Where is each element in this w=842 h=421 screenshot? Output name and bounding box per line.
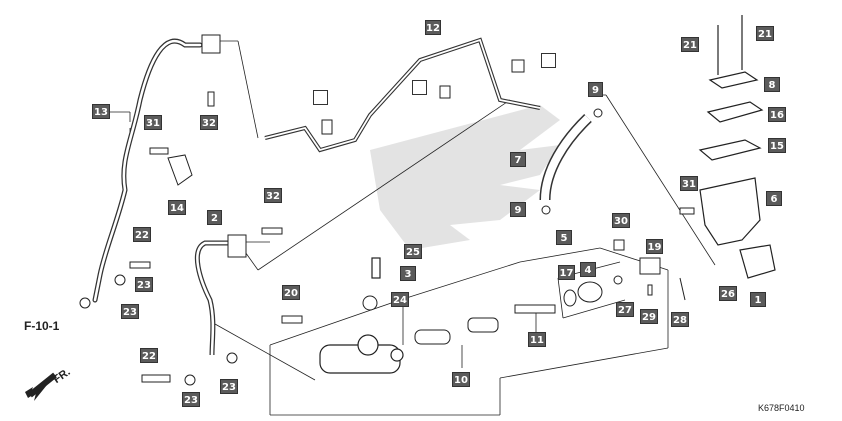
callout-24: 24 bbox=[391, 292, 409, 307]
ref-box-1 bbox=[313, 90, 328, 105]
callout-9b: 9 bbox=[510, 202, 526, 217]
callout-20: 20 bbox=[282, 285, 300, 300]
callout-4: 4 bbox=[580, 262, 596, 277]
wing-watermark bbox=[370, 105, 560, 250]
figure-code: K678F0410 bbox=[758, 403, 805, 413]
callout-8: 8 bbox=[764, 77, 780, 92]
callout-13: 13 bbox=[92, 104, 110, 119]
callout-12: 12 bbox=[425, 20, 441, 35]
callout-14: 14 bbox=[168, 200, 186, 215]
callout-26: 26 bbox=[719, 286, 737, 301]
callout-23c: 23 bbox=[182, 392, 200, 407]
callout-1: 1 bbox=[750, 292, 766, 307]
callout-6: 6 bbox=[766, 191, 782, 206]
callout-21a: 21 bbox=[681, 37, 699, 52]
callout-27: 27 bbox=[616, 302, 634, 317]
callout-3: 3 bbox=[400, 266, 416, 281]
callout-28: 28 bbox=[671, 312, 689, 327]
callout-22b: 22 bbox=[140, 348, 158, 363]
leader-lines bbox=[108, 40, 716, 416]
callout-11: 11 bbox=[528, 332, 546, 347]
callout-31b: 31 bbox=[680, 176, 698, 191]
master-cylinder bbox=[319, 257, 404, 374]
callout-29: 29 bbox=[640, 309, 658, 324]
reservoir bbox=[698, 15, 776, 279]
fittings bbox=[79, 34, 695, 386]
callout-10: 10 bbox=[452, 372, 470, 387]
callout-7: 7 bbox=[510, 152, 526, 167]
callout-22a: 22 bbox=[133, 227, 151, 242]
ref-box-3 bbox=[541, 53, 556, 68]
callout-19: 19 bbox=[646, 239, 663, 254]
callout-16: 16 bbox=[768, 107, 786, 122]
callout-32b: 32 bbox=[264, 188, 282, 203]
callout-30: 30 bbox=[612, 213, 630, 228]
callout-31a: 31 bbox=[144, 115, 162, 130]
callout-23d: 23 bbox=[220, 379, 238, 394]
callout-9a: 9 bbox=[588, 82, 603, 97]
callout-17: 17 bbox=[558, 265, 575, 280]
callout-23b: 23 bbox=[121, 304, 139, 319]
piston-kit bbox=[414, 275, 623, 345]
callout-2: 2 bbox=[207, 210, 222, 225]
callout-23a: 23 bbox=[135, 277, 153, 292]
ref-box-2 bbox=[412, 80, 427, 95]
callout-21b: 21 bbox=[756, 26, 774, 41]
callout-5: 5 bbox=[556, 230, 572, 245]
callout-25: 25 bbox=[404, 244, 422, 259]
reference-label: F-10-1 bbox=[24, 319, 60, 333]
callout-32a: 32 bbox=[200, 115, 218, 130]
callout-15: 15 bbox=[768, 138, 786, 153]
